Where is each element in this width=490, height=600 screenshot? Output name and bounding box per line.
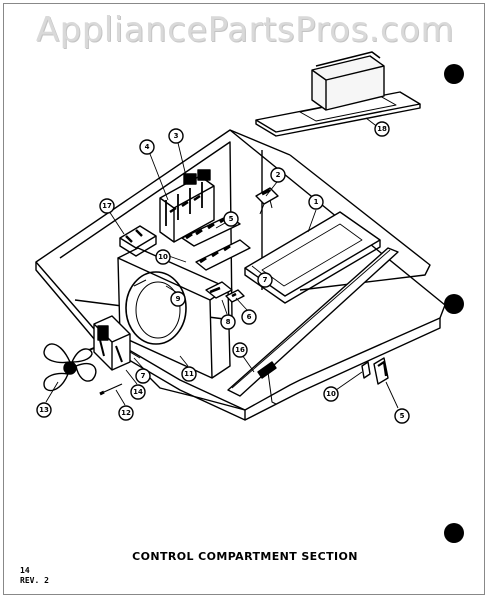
svg-text:11: 11: [184, 370, 194, 378]
transformer: [119, 225, 157, 257]
diagram-caption: CONTROL COMPARTMENT SECTION: [132, 550, 358, 563]
callout-3: 3: [168, 128, 184, 144]
control-board: [244, 211, 381, 304]
svg-text:6: 6: [247, 313, 252, 321]
punch-hole-top: [444, 64, 464, 84]
revision-label: REV. 2: [20, 576, 49, 585]
mounting-screw: [99, 383, 123, 396]
callout-5b: 5: [394, 408, 410, 424]
relay-bank: [159, 169, 215, 243]
svg-text:4: 4: [145, 143, 150, 151]
callout-18: 18: [374, 121, 390, 137]
svg-text:12: 12: [121, 409, 131, 417]
watermark: AppliancePartsPros.com: [35, 10, 455, 50]
callout-13: 13: [36, 402, 52, 418]
page-number: 14: [20, 566, 30, 575]
thermostat-switch: [255, 187, 279, 215]
callout-10: 10: [155, 249, 171, 265]
wire-channel: [227, 247, 399, 405]
callout-7: 7: [257, 272, 273, 288]
svg-text:5: 5: [400, 412, 405, 420]
callout-5: 5: [223, 211, 239, 227]
svg-text:5: 5: [229, 215, 234, 223]
svg-text:17: 17: [102, 202, 112, 210]
callout-10b: 10: [323, 386, 339, 402]
housing-components: [205, 281, 245, 303]
svg-text:14: 14: [133, 388, 143, 396]
callout-16: 16: [232, 342, 248, 358]
svg-text:7: 7: [263, 276, 268, 284]
svg-text:3: 3: [174, 132, 179, 140]
callout-17: 17: [99, 198, 115, 214]
svg-text:16: 16: [235, 346, 245, 354]
page-frame: [3, 3, 485, 595]
callout-1: 1: [308, 194, 324, 210]
svg-text:8: 8: [226, 318, 231, 326]
callout-8: 8: [220, 314, 236, 330]
svg-text:1: 1: [314, 198, 319, 206]
callout-14: 14: [130, 384, 146, 400]
callout-12: 12: [118, 405, 134, 421]
callout-11: 11: [181, 366, 197, 382]
callout-6: 6: [241, 309, 257, 325]
callout-4: 4: [139, 139, 155, 155]
callout-9: 9: [170, 291, 186, 307]
leader-lines: [45, 117, 399, 409]
punch-hole-middle: [444, 294, 464, 314]
callout-2: 2: [270, 167, 286, 183]
svg-text:10: 10: [326, 390, 336, 398]
svg-text:10: 10: [158, 253, 168, 261]
punch-hole-bottom: [444, 523, 464, 543]
fan-blade: [43, 343, 97, 392]
svg-text:2: 2: [276, 171, 281, 179]
top-cover-plate: [255, 51, 421, 137]
callout-7b: 7: [135, 368, 151, 384]
svg-text:13: 13: [39, 406, 49, 414]
svg-text:18: 18: [377, 125, 387, 133]
side-bracket: [361, 357, 389, 385]
svg-text:7: 7: [141, 372, 146, 380]
svg-text:9: 9: [176, 295, 181, 303]
